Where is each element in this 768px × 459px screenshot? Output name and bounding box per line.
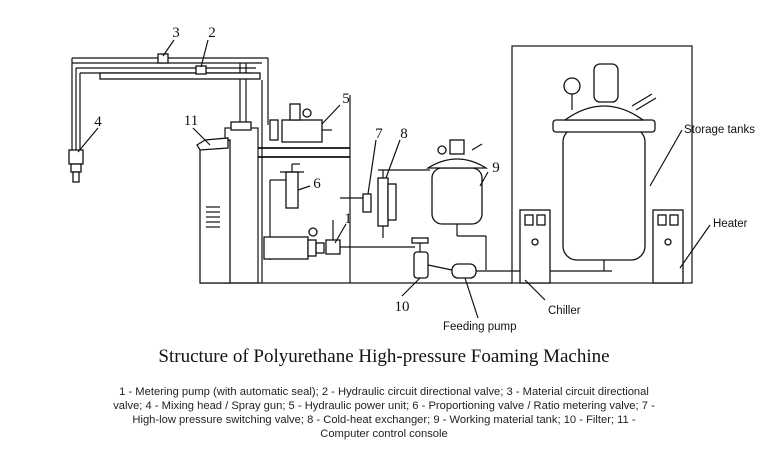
metering-pump: [263, 220, 415, 260]
label-chiller: Chiller: [548, 305, 581, 317]
pressure-switching-valve: [340, 193, 372, 213]
overhead-pipes: [71, 57, 269, 150]
label-storage-tanks: Storage tanks: [684, 124, 755, 136]
label-6: 6: [313, 176, 321, 192]
label-11: 11: [184, 113, 198, 129]
label-7: 7: [375, 126, 383, 142]
storage-enclosure: [511, 45, 693, 284]
leader-lines: [77, 39, 711, 319]
chiller-unit: [519, 209, 551, 284]
label-5: 5: [342, 91, 350, 107]
label-3: 3: [172, 25, 180, 41]
computer-control-console: [196, 137, 231, 284]
working-material-tank: [425, 139, 489, 270]
label-1: 1: [344, 211, 352, 227]
cold-heat-exchanger: [377, 169, 430, 238]
label-feeding-pump: Feeding pump: [443, 321, 517, 333]
material-directional-valve: [157, 53, 169, 64]
label-10: 10: [395, 299, 410, 315]
filter: [411, 237, 429, 279]
diagram-title: Structure of Polyurethane High-pressure …: [158, 346, 610, 367]
hydraulic-directional-valve: [195, 65, 207, 75]
label-4: 4: [94, 114, 102, 130]
label-2: 2: [208, 25, 216, 41]
foaming-machine-diagram: 3 2 4 11 5 6 7 8 9 1 10 Storage tanks He…: [68, 25, 755, 333]
diagram-legend: 1 - Metering pump (with automatic seal);…: [113, 386, 655, 440]
heater-unit: [652, 209, 684, 284]
label-9: 9: [492, 160, 500, 176]
label-8: 8: [400, 126, 408, 142]
hydraulic-power-unit: [269, 103, 332, 143]
mixing-head: [68, 149, 84, 183]
storage-tank: [552, 63, 657, 271]
machine-frame: [200, 80, 512, 284]
label-heater: Heater: [713, 218, 748, 230]
